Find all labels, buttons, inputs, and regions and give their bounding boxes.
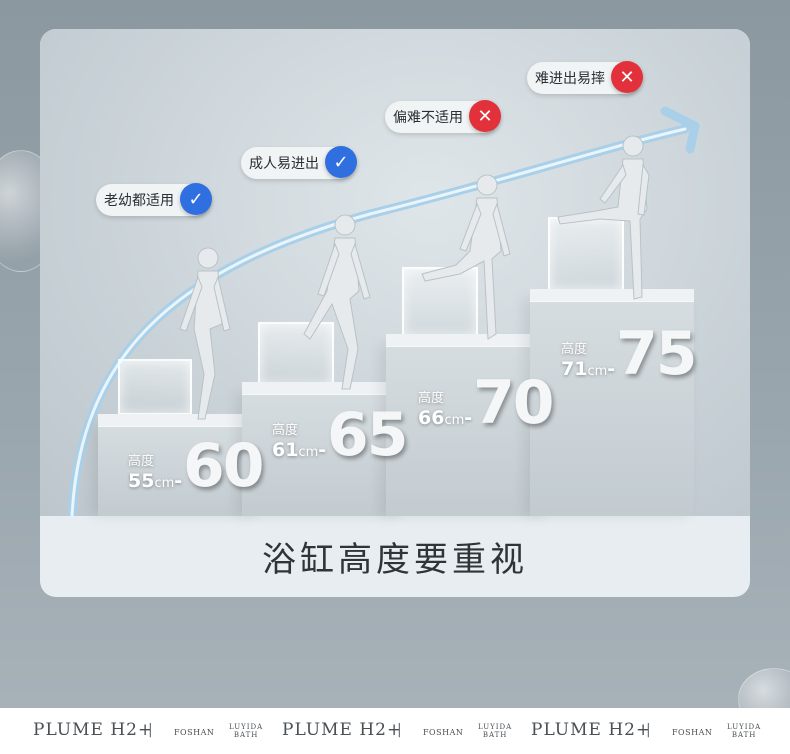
step-2-range: 61cm-	[272, 439, 327, 461]
tag-label: 偏难不适用	[393, 110, 463, 126]
tag-label: 成人易进出	[249, 156, 319, 172]
step-3-value: 70	[473, 368, 554, 438]
step-4-range: 71cm-	[561, 358, 616, 380]
step-1-height-label: 高度	[128, 454, 155, 469]
bathtub-model-1	[118, 359, 192, 415]
step-3-height-label: 高度	[418, 391, 445, 406]
bathtub-model-3	[402, 267, 478, 337]
separator: |	[148, 722, 153, 738]
city-name: FOSHAN	[672, 728, 713, 737]
cross-icon: ✕	[469, 100, 501, 132]
check-icon: ✓	[325, 146, 357, 178]
step-2-height-label: 高度	[272, 423, 299, 438]
step-block-2	[242, 382, 406, 516]
step-3-range: 66cm-	[418, 407, 473, 429]
height-comparison-scene: 高度 55cm- 60 高度 61cm- 65 高度 66cm- 70 高度 7…	[40, 29, 750, 516]
city-name: FOSHAN	[423, 728, 464, 737]
step-1-value: 60	[183, 431, 264, 501]
step-block-3	[386, 334, 552, 516]
step-4-height-label: 高度	[561, 342, 588, 357]
tag-label: 难进出易摔	[535, 71, 605, 87]
tag-label: 老幼都适用	[104, 193, 174, 209]
brand-name: PLUME H2+	[282, 720, 403, 740]
brand-name: PLUME H2+	[531, 720, 652, 740]
separator: |	[646, 722, 651, 738]
step-block-1	[98, 414, 262, 516]
brand-name: PLUME H2+	[33, 720, 154, 740]
city-name: FOSHAN	[174, 728, 215, 737]
tag-suitable-all-ages: 老幼都适用 ✓	[96, 183, 212, 216]
infographic-card: 高度 55cm- 60 高度 61cm- 65 高度 66cm- 70 高度 7…	[40, 29, 750, 597]
tag-hard-and-slippery: 难进出易摔 ✕	[527, 61, 643, 94]
step-1-range: 55cm-	[128, 470, 183, 492]
cross-icon: ✕	[611, 61, 643, 93]
check-icon: ✓	[180, 183, 212, 215]
tag-less-suitable: 偏难不适用 ✕	[385, 100, 501, 133]
caption-title: 浴缸高度要重视	[262, 540, 528, 580]
step-block-4	[530, 289, 694, 516]
bathtub-model-2	[258, 322, 334, 386]
step-4-value: 75	[616, 319, 697, 389]
separator: |	[397, 722, 402, 738]
tag-easy-for-adults: 成人易进出 ✓	[241, 146, 357, 179]
step-2-value: 65	[327, 400, 408, 470]
mannequin-figures	[179, 135, 650, 420]
